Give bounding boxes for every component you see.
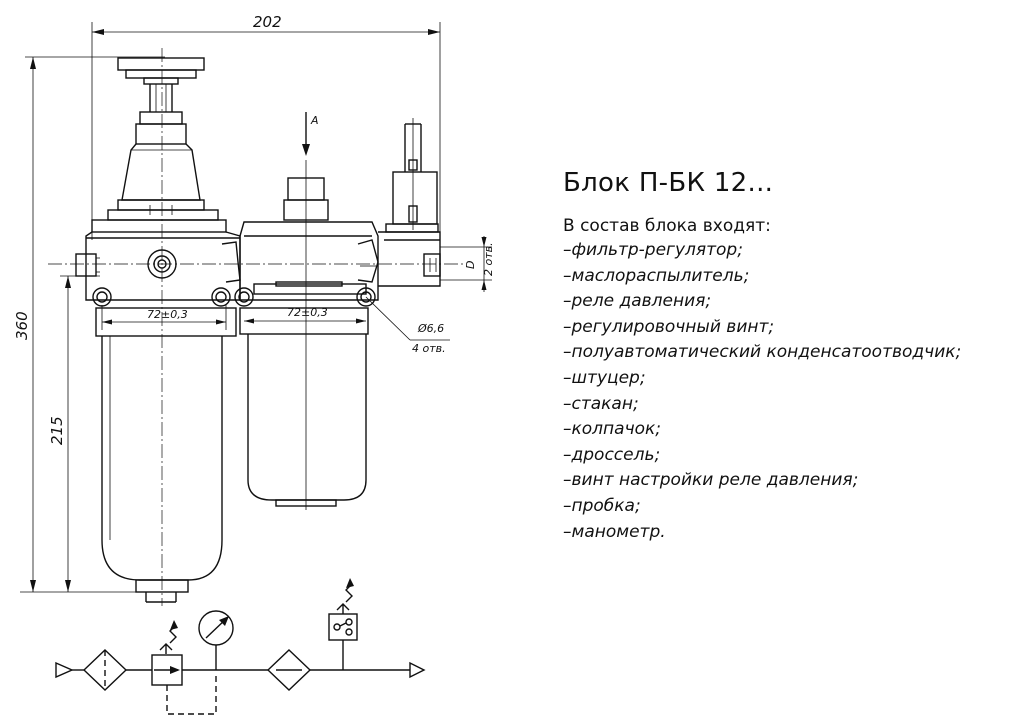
list-item: –штуцер; — [563, 367, 646, 388]
dimension-overall-width: 202 — [91, 13, 441, 240]
port-count-text: 2 отв. — [482, 242, 495, 276]
list-item: –реле давления; — [563, 291, 712, 312]
dim-202-text: 202 — [253, 13, 282, 31]
view-a-text: A — [310, 114, 319, 127]
list-item: –фильтр-регулятор; — [563, 240, 743, 260]
filter-regulator: 72±0,3 — [75, 57, 241, 603]
list-item: –пробка; — [563, 495, 641, 516]
page-title: Блок П-БК 12... — [563, 168, 774, 198]
list-item: –стакан; — [563, 393, 639, 414]
list-item: –дроссель; — [563, 444, 661, 465]
list-item: –винт настройки реле давления; — [563, 470, 859, 491]
list-item: –маслораспылитель; — [563, 265, 750, 286]
list-item: –манометр. — [563, 521, 666, 542]
dim-215-text: 215 — [48, 416, 66, 445]
dim-72-right-text: 72±0,3 — [287, 306, 328, 319]
hole-count-text: 4 отв. — [412, 342, 446, 355]
dimension-overall-height: 360 — [13, 56, 165, 593]
dim-360-text: 360 — [13, 311, 31, 340]
pressure-relay: D 2 отв. — [378, 118, 495, 292]
intro-text: В состав блока входят: — [563, 216, 771, 236]
pneumatic-schematic — [55, 578, 426, 715]
list-item: –колпачок; — [563, 419, 662, 440]
dimension-bowl-height: 215 — [48, 275, 100, 592]
hole-diameter-text: Ø6,6 — [417, 322, 444, 335]
list-item: –полуавтоматический конденсатоотводчик; — [563, 342, 962, 363]
description-panel: Блок П-БК 12... В состав блока входят: –… — [563, 168, 1008, 545]
list-item: –регулировочный винт; — [563, 316, 775, 337]
components-list: –фильтр-регулятор; –маслораспылитель; –р… — [563, 238, 1008, 545]
port-d-text: D — [464, 261, 477, 269]
lubricator: A 72±0,3 Ø6,6 4 отв. — [234, 112, 450, 510]
dim-72-left-text: 72±0,3 — [147, 308, 188, 321]
